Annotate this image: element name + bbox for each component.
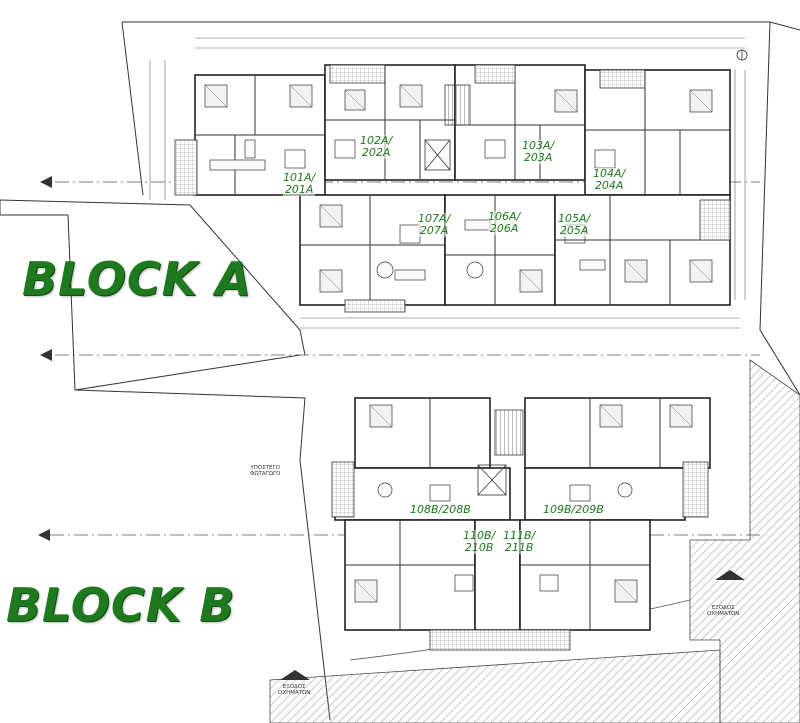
unit-label-104a-204a: 104A/ 204A [593, 167, 626, 192]
unit-label-102a-202a: 102A/ 202A [360, 134, 393, 159]
unit-label-110b-210b: 110B/ 210B [463, 529, 496, 554]
vehicle-exit-note-bottom: ΕΞΟΔΟΣ ΟΧΗΜΑΤΩΝ [278, 684, 311, 696]
unit-label-107a-207a: 107A/ 207A [418, 212, 451, 237]
north-arrow-icon [736, 49, 748, 61]
unit-label-101a-201a: 101A/ 201A [283, 171, 316, 196]
dimension-lines-a [149, 37, 746, 329]
block-a-balconies [174, 64, 731, 313]
unit-label-105a-205a: 105A/ 205A [558, 212, 591, 237]
block-a-title: BLOCK A [22, 252, 252, 306]
unit-label-109b-209b: 109B/209B [543, 503, 604, 516]
unit-label-108b-208b: 108B/208B [410, 503, 471, 516]
block-a-walls [195, 65, 730, 305]
block-b-tables [377, 482, 633, 592]
block-a-bed-hatch [204, 84, 713, 293]
block-b-stairs [477, 409, 524, 496]
block-a-kitchens [209, 139, 606, 281]
ground-slab-note: ΥΠΟΣΤΕΓΟ ΦΩΤΑΓΩΓΟ [250, 465, 281, 477]
block-b-title: BLOCK B [6, 578, 236, 632]
block-b-walls [345, 398, 661, 630]
site-boundary [0, 21, 800, 721]
unit-label-106a-206a: 106A/ 206A [488, 210, 521, 235]
unit-label-111b-211b: 111B/ 211B [503, 529, 536, 554]
vehicle-exit-note-right: ΕΞΟΔΟΣ ΟΧΗΜΑΤΩΝ [707, 605, 740, 617]
block-a-stairs [424, 84, 471, 171]
exit-arrow-icon [280, 570, 745, 680]
block-b-balconies [331, 461, 709, 651]
unit-label-103a-203a: 103A/ 203A [522, 139, 555, 164]
block-b-bed-hatch [354, 404, 693, 603]
axis-markers [38, 176, 52, 541]
